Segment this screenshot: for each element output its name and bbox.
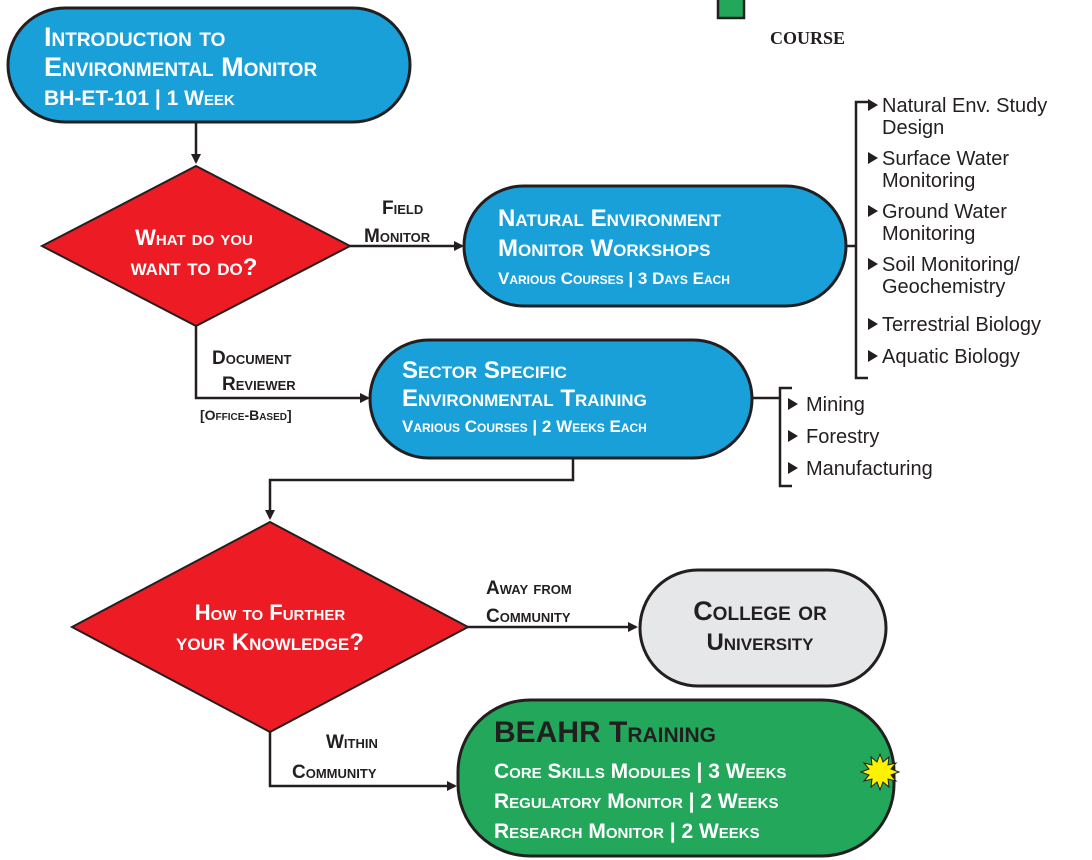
beahr-line1: BEAHR Training: [494, 716, 716, 749]
intro-course-box: Introduction to Environmental Monitor BH…: [6, 6, 412, 124]
list-item: Mining: [788, 394, 865, 416]
connector-sector-to-decision2: [265, 458, 575, 520]
triangle-bullet-icon: [868, 152, 878, 164]
list-item-line2: Monitoring: [882, 223, 975, 245]
natural-environment-box: Natural Environment Monitor Workshops Va…: [462, 184, 848, 308]
decision2-line2: your Knowledge?: [176, 629, 364, 656]
sector-line3: Various Courses | 2 Weeks Each: [402, 417, 647, 436]
list-item: Ground Water Monitoring: [868, 201, 1007, 245]
decision1-line2: want to do?: [131, 254, 258, 281]
beahr-training-box: BEAHR Training Core Skills Modules | 3 W…: [456, 698, 896, 858]
document-reviewer-line3: [Office-Based]: [200, 407, 292, 423]
legend-swatch: [716, 0, 746, 20]
away-from-community-label: Away from Community: [486, 578, 572, 627]
triangle-bullet-icon: [868, 258, 878, 270]
list-item: Forestry: [788, 426, 879, 448]
legend-label: COURSE: [770, 28, 845, 48]
decision2-line1: How to Further: [195, 600, 346, 625]
list-item-line1: Surface Water: [882, 148, 1009, 170]
sector-list-bracket: [778, 386, 792, 488]
starburst-icon: [859, 752, 901, 792]
list-item-line1: Soil Monitoring/: [882, 254, 1020, 276]
natural-env-line2: Monitor Workshops: [498, 235, 710, 262]
list-item: Soil Monitoring/ Geochemistry: [868, 254, 1020, 298]
list-item-label: Manufacturing: [806, 458, 933, 480]
list-item-label: Forestry: [806, 426, 879, 448]
field-monitor-label: Field Monitor: [364, 198, 431, 247]
list-item-line1: Terrestrial Biology: [882, 314, 1041, 336]
connector-decision2-to-beahr: [268, 714, 457, 791]
sector-line1: Sector Specific: [402, 357, 567, 384]
decision-further-knowledge: How to Further your Knowledge?: [69, 520, 471, 734]
list-item: Manufacturing: [788, 458, 933, 480]
list-item-line1: Ground Water: [882, 201, 1007, 223]
list-item: Aquatic Biology: [868, 346, 1020, 368]
away-line2: Community: [486, 606, 571, 627]
within-line1: Within: [326, 732, 378, 753]
document-reviewer-line2: Reviewer: [222, 374, 296, 395]
intro-title-line1: Introduction to: [44, 22, 225, 52]
sector-line2: Environmental Training: [402, 385, 647, 412]
list-item-label: Mining: [806, 394, 865, 416]
away-line1: Away from: [486, 578, 572, 599]
natural-env-course-list: Natural Env. Study Design Surface Water …: [868, 95, 1047, 368]
intro-subtitle: BH-ET-101 | 1 Week: [44, 87, 235, 110]
beahr-line3: Regulatory Monitor | 2 Weeks: [494, 790, 779, 813]
intro-title-line2: Environmental Monitor: [44, 52, 317, 82]
list-item-line2: Monitoring: [882, 170, 975, 192]
list-item: Terrestrial Biology: [868, 314, 1041, 336]
legend: COURSE: [716, 0, 845, 48]
field-monitor-line2: Monitor: [364, 226, 431, 247]
triangle-bullet-icon: [868, 205, 878, 217]
list-item: Natural Env. Study Design: [868, 95, 1047, 139]
natural-env-line3: Various Courses | 3 Days Each: [498, 269, 730, 288]
college-line2: University: [706, 629, 814, 656]
list-item-line2: Design: [882, 117, 944, 139]
document-reviewer-label: Document Reviewer [Office-Based]: [200, 348, 296, 423]
natural-env-line1: Natural Environment: [498, 205, 722, 232]
decision1-line1: What do you: [135, 225, 253, 250]
list-item: Surface Water Monitoring: [868, 148, 1009, 192]
within-community-label: Within Community: [292, 732, 378, 783]
triangle-bullet-icon: [868, 350, 878, 362]
decision-what-to-do: What do you want to do?: [39, 164, 353, 328]
triangle-bullet-icon: [868, 318, 878, 330]
triangle-bullet-icon: [788, 462, 798, 474]
list-item-line1: Natural Env. Study: [882, 95, 1047, 117]
connector-decision1-to-sector: [194, 326, 370, 403]
list-item-line1: Aquatic Biology: [882, 346, 1020, 368]
connectors: [191, 100, 868, 791]
triangle-bullet-icon: [788, 398, 798, 410]
triangle-bullet-icon: [868, 99, 878, 111]
document-reviewer-line1: Document: [212, 348, 291, 369]
natural-list-bracket: [854, 100, 868, 380]
sector-specific-box: Sector Specific Environmental Training V…: [368, 338, 754, 460]
field-monitor-line1: Field: [382, 198, 423, 219]
within-line2: Community: [292, 762, 377, 783]
triangle-bullet-icon: [788, 430, 798, 442]
beahr-line4: Research Monitor | 2 Weeks: [494, 820, 760, 843]
college-line1: College or: [693, 596, 827, 626]
sector-course-list: Mining Forestry Manufacturing: [788, 394, 933, 480]
beahr-line2: Core Skills Modules | 3 Weeks: [494, 760, 786, 783]
college-university-box: College or University: [638, 568, 888, 688]
list-item-line2: Geochemistry: [882, 276, 1005, 298]
